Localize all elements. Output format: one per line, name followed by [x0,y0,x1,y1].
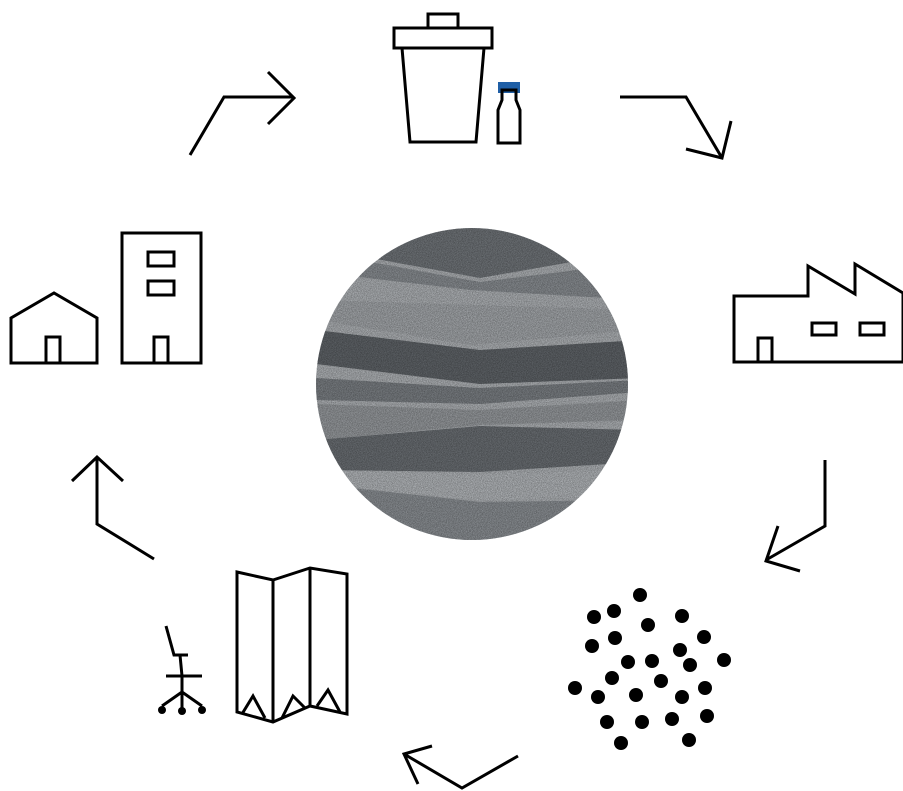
arrow-bin-to-factory-icon [620,97,731,158]
arrow-furniture-to-buildings-icon [72,457,154,559]
house-icon [11,293,97,363]
office-chair-icon [158,626,206,715]
arrow-factory-to-pellets-icon [766,460,825,571]
arrow-pellets-to-furniture-icon [404,746,518,788]
bottle-icon [498,82,520,143]
trash-bin-icon [394,14,492,142]
folding-screen-icon [237,568,347,722]
pellets-icon [568,588,731,750]
office-building-icon [122,233,201,363]
factory-icon [734,264,903,362]
arrow-buildings-to-bin-icon [190,72,294,155]
textured-sphere-icon [300,220,640,550]
